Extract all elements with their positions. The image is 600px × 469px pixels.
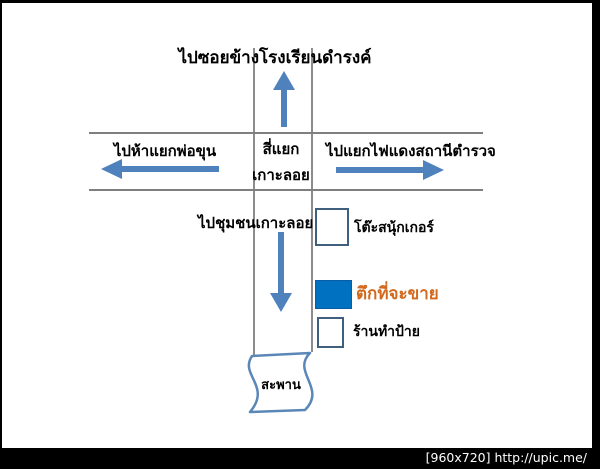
footer-url-text: [960x720] http://upic.me/: [425, 450, 587, 465]
arrow-up-icon: [273, 71, 295, 127]
footer-bar: [960x720] http://upic.me/: [0, 448, 600, 469]
south-direction-label: ไปชุมชนเกาะลอย: [198, 214, 314, 232]
bridge-banner-shape: [247, 351, 314, 414]
top-direction-label: ไปซอยข้างโรงเรียนดำรงค์: [178, 48, 372, 68]
snooker-table-label: โต๊ะสนุ้กเกอร์: [354, 220, 434, 236]
arrow-right-icon: [336, 160, 444, 180]
sign-shop-label: ร้านทำป้าย: [353, 324, 420, 340]
intersection-name-line1: สี่แยก: [262, 140, 300, 158]
bridge-label: สะพาน: [261, 378, 301, 393]
sign-shop-box: [317, 317, 344, 348]
arrow-left-icon: [101, 159, 219, 179]
arrow-down-icon: [270, 232, 292, 312]
building-for-sale-box: [315, 280, 352, 309]
intersection-name-label: สี่แยก เกาะลอย: [244, 136, 318, 188]
building-for-sale-label: ตึกที่จะขาย: [356, 284, 439, 304]
snooker-table-box: [315, 208, 349, 246]
west-direction-label: ไปห้าแยกพ่อขุน: [113, 142, 217, 160]
intersection-name-line2: เกาะลอย: [252, 166, 310, 184]
east-direction-label: ไปแยกไฟแดงสถานีตำรวจ: [326, 142, 496, 160]
